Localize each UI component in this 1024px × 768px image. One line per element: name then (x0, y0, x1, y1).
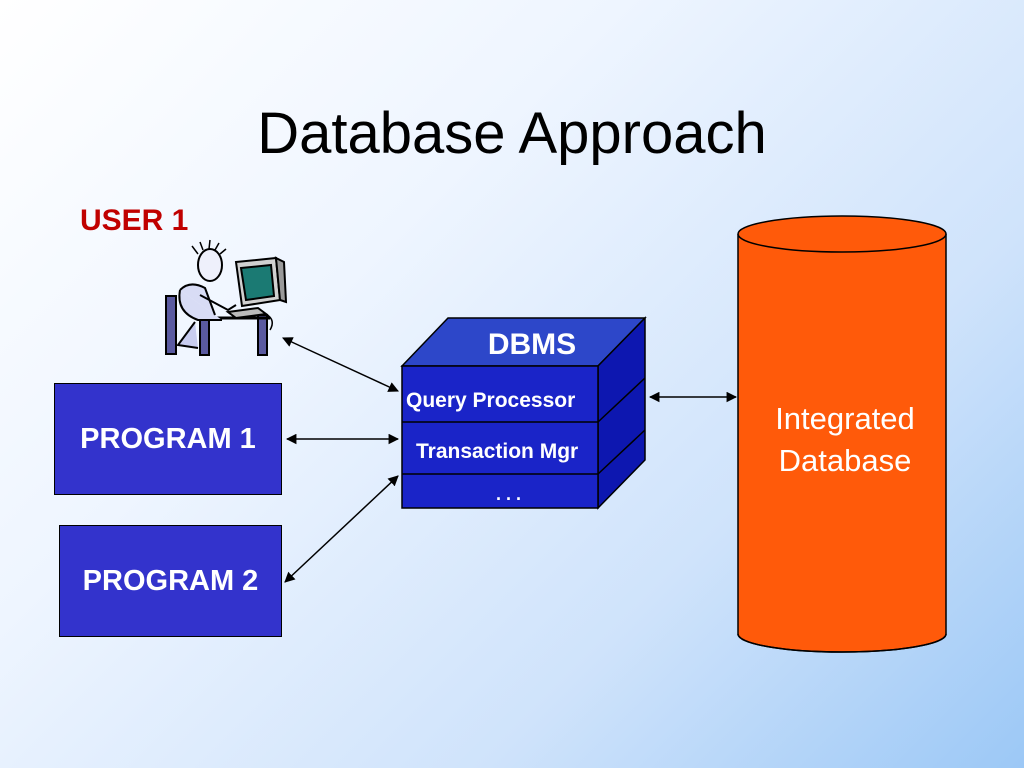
dbms-more-components: . . . (496, 484, 522, 504)
dbms-cube (400, 316, 647, 510)
program-2-box: PROGRAM 2 (59, 525, 282, 637)
database-top-ellipse (737, 215, 947, 253)
dbms-cube-front (401, 365, 599, 509)
arrow-user-dbms (282, 337, 399, 392)
database-label: Integrated Database (740, 398, 950, 482)
dbms-query-processor: Query Processor (406, 389, 576, 412)
dbms-title: DBMS (487, 328, 577, 361)
user-label: USER 1 (80, 204, 189, 237)
user-at-computer-icon (165, 239, 288, 356)
database-cylinder (737, 215, 947, 653)
arrow-program2-dbms (284, 475, 399, 583)
database-label-line1: Integrated (775, 401, 915, 436)
dbms-transaction-mgr: Transaction Mgr (416, 440, 579, 463)
slide-title: Database Approach (257, 101, 767, 166)
program-1-box: PROGRAM 1 (54, 383, 282, 495)
database-label-line2: Database (778, 443, 912, 478)
